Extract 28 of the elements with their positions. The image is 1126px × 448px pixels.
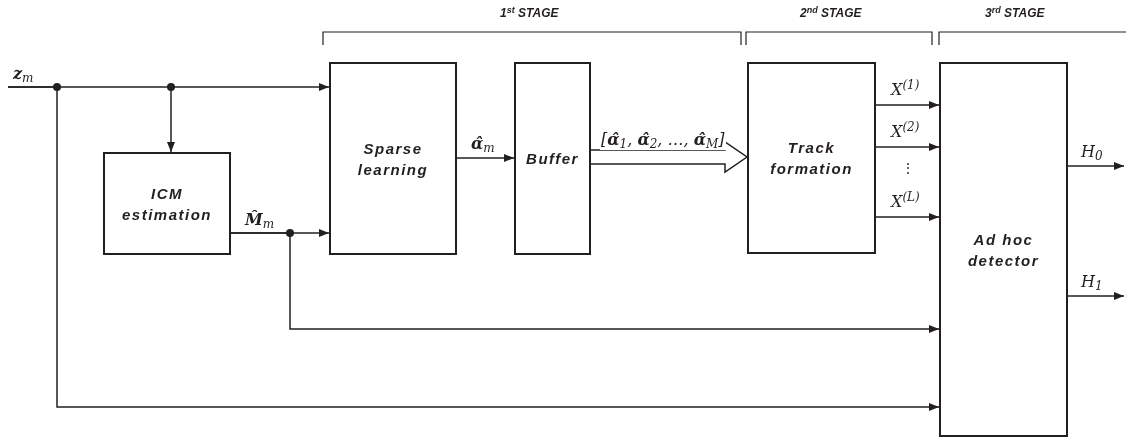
process-box: [747, 62, 876, 254]
process-box: [939, 62, 1068, 437]
stage-label: 2$^{nd}$ STAGE: [800, 4, 862, 22]
stage-label: 1$^{st}$ STAGE: [500, 4, 559, 22]
edge-label: H$_{0}$: [1080, 142, 1104, 162]
arrow: [7, 86, 940, 411]
block-label: Ad hoc detector: [966, 229, 1041, 271]
arrow: [875, 101, 940, 109]
block-label: ICM estimation: [121, 183, 213, 225]
block-label: Sparse learning: [356, 138, 430, 180]
edge-label: α̂$_{m}$: [470, 134, 496, 154]
arrow: [875, 143, 940, 151]
block-label: Track formation: [769, 138, 854, 179]
stage-label: 3$^{rd}$ STAGE: [985, 4, 1045, 22]
process-box: [514, 62, 591, 255]
arrow: [230, 232, 940, 333]
edge-label: [α̂$_{1}$, α̂$_{2}$, …, α̂$_{M}$]: [600, 130, 726, 150]
block-label: Buffer: [525, 149, 580, 169]
edge-label: H$_{1}$: [1080, 272, 1104, 292]
process-box: [103, 152, 231, 255]
process-box: [329, 62, 457, 255]
arrow: [875, 213, 940, 221]
ellipsis-label: ⋮: [901, 160, 915, 176]
arrow: [1067, 162, 1125, 170]
arrow: [456, 154, 515, 162]
block-arrow: [590, 140, 749, 174]
arrow: [1067, 292, 1125, 300]
edge-label: M̂$_{m}$: [244, 210, 276, 230]
